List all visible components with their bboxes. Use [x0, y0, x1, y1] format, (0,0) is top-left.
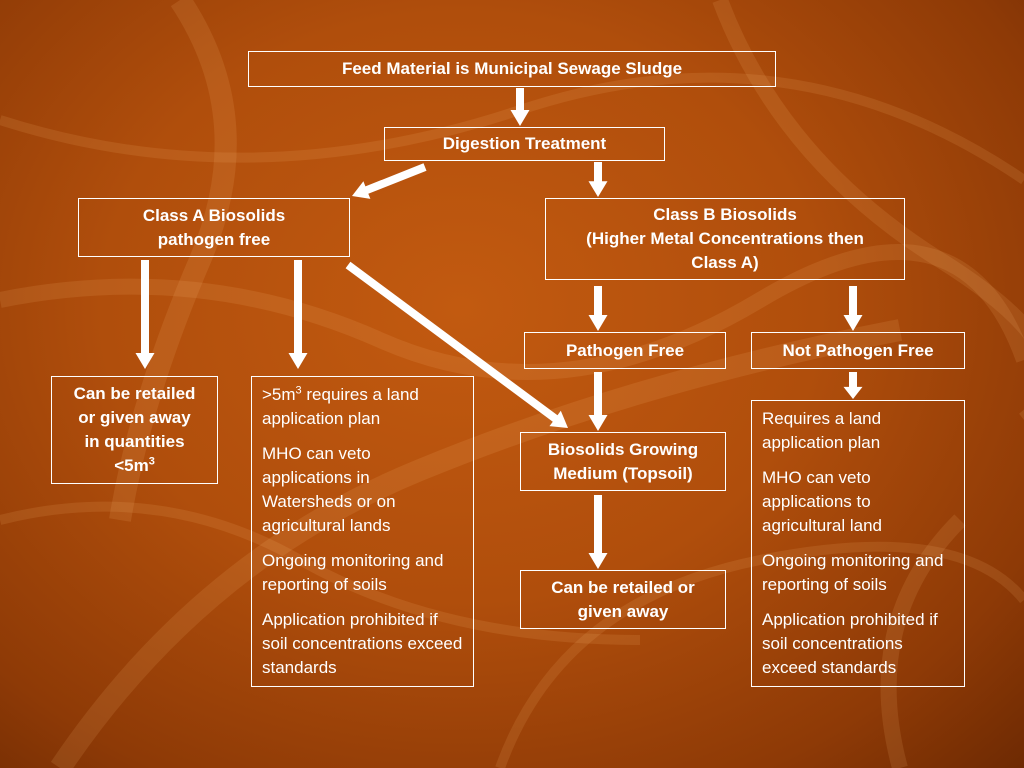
feed-material-label: Feed Material is Municipal Sewage Sludge: [341, 59, 683, 78]
background-vein: [0, 501, 641, 645]
class-a-land-exponent: 3: [295, 384, 302, 397]
class-b-box: Class B Biosolids (Higher Metal Concentr…: [545, 198, 905, 280]
class-a-box: Class A Biosolids pathogen free: [78, 198, 350, 257]
retail-small-quantity: <5m: [114, 456, 149, 475]
not-pathogen-free-label: Not Pathogen Free: [782, 340, 934, 360]
digestion-treatment-label: Digestion Treatment: [442, 134, 607, 153]
growing-medium-line-1: Biosolids Growing: [547, 439, 699, 459]
flow-arrow: [510, 88, 530, 126]
flow-arrow: [588, 286, 608, 331]
class-a-subtitle: pathogen free: [157, 229, 271, 249]
class-b-title: Class B Biosolids: [653, 205, 797, 224]
growing-medium-line-2: Medium (Topsoil): [553, 463, 693, 483]
pathogen-free-label: Pathogen Free: [565, 340, 685, 360]
growing-medium-box: Biosolids Growing Medium (Topsoil): [520, 432, 726, 491]
retail-small-exponent: 3: [148, 455, 155, 468]
class-b-land-application-box: Requires a land application plan MHO can…: [751, 400, 965, 687]
retail-small-quantity-box: Can be retailed or given away in quantit…: [51, 376, 218, 484]
class-b-land-item-3: Ongoing monitoring and reporting of soil…: [762, 551, 944, 594]
retail-small-line-3: in quantities: [84, 432, 185, 451]
retail-any-line-2: given away: [577, 601, 669, 621]
background-vein: [109, 0, 237, 522]
flow-arrow: [588, 372, 608, 431]
class-b-land-item-1: Requires a land application plan: [762, 409, 882, 452]
retail-any-quantity-box: Can be retailed or given away: [520, 570, 726, 629]
background-vein: [880, 514, 966, 768]
flow-arrow: [352, 163, 427, 199]
flow-arrow: [588, 495, 608, 569]
background-vein: [0, 244, 1024, 380]
class-b-land-item-4: Application prohibited if soil concentra…: [762, 610, 938, 677]
feed-material-box: Feed Material is Municipal Sewage Sludge: [248, 51, 776, 87]
not-pathogen-free-box: Not Pathogen Free: [751, 332, 965, 369]
background-vein: [712, 0, 1024, 420]
class-b-land-item-2: MHO can veto applications to agricultura…: [762, 468, 883, 535]
class-a-land-item-1-text: requires a land application plan: [262, 385, 419, 428]
class-a-land-item-3: Ongoing monitoring and reporting of soil…: [262, 551, 444, 594]
retail-small-line-4: <5m3: [114, 454, 155, 478]
class-a-land-application-box: >5m3 requires a land application plan MH…: [251, 376, 474, 687]
flow-arrow: [345, 261, 568, 428]
retail-small-line-2: or given away: [78, 408, 191, 427]
flow-arrow: [288, 260, 308, 369]
class-b-subtitle-1: (Higher Metal Concentrations then: [586, 229, 864, 248]
flow-arrow: [843, 372, 863, 399]
flow-arrow: [135, 260, 155, 369]
digestion-treatment-box: Digestion Treatment: [384, 127, 665, 161]
background-vein: [495, 541, 1024, 768]
flow-arrow: [588, 162, 608, 197]
class-a-land-item-2: MHO can veto applications in Watersheds …: [262, 444, 396, 535]
class-a-land-item-4: Application prohibited if soil concentra…: [262, 610, 463, 677]
background-vein: [50, 319, 903, 768]
class-a-land-item-1: >5m3 requires a land application plan: [262, 383, 463, 431]
pathogen-free-box: Pathogen Free: [524, 332, 726, 369]
class-a-land-quantity: >5m: [262, 385, 296, 404]
class-a-title: Class A Biosolids: [142, 205, 286, 225]
flow-arrow: [843, 286, 863, 331]
retail-small-line-1: Can be retailed: [73, 384, 196, 403]
retail-any-line-1: Can be retailed or: [551, 577, 695, 597]
class-b-subtitle-2: Class A): [691, 253, 759, 272]
